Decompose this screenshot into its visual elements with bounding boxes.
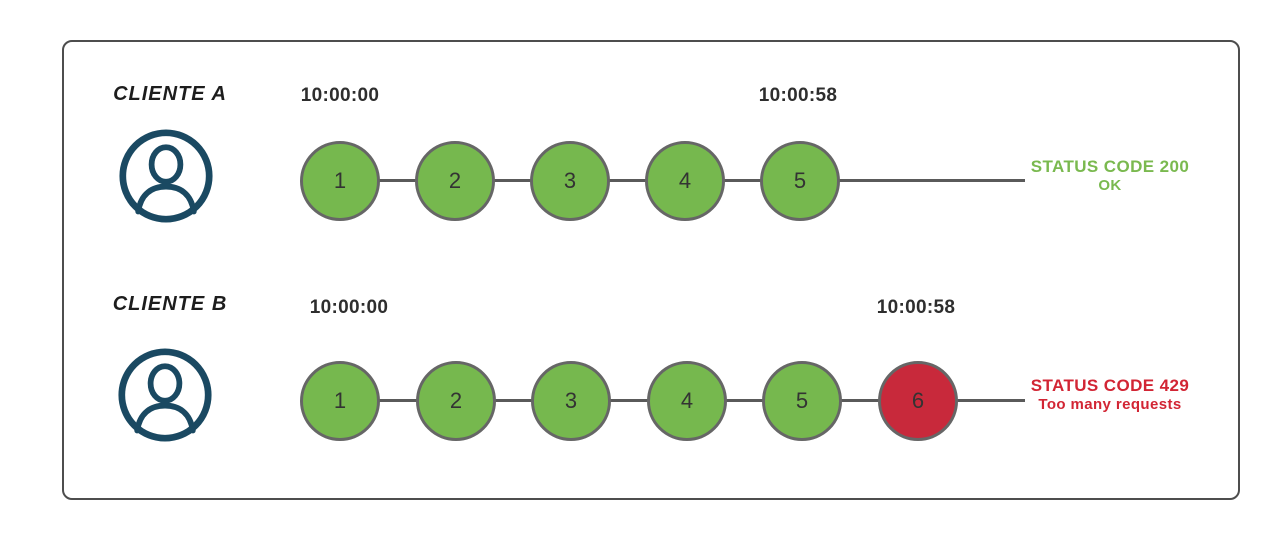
request-circle: 4 — [645, 141, 725, 221]
request-circle: 1 — [300, 141, 380, 221]
user-avatar-icon — [119, 129, 213, 223]
row-a-start-time: 10:00:00 — [300, 85, 380, 106]
request-circle: 1 — [300, 361, 380, 441]
row-b-end-time: 10:00:58 — [876, 297, 956, 318]
request-circle: 5 — [760, 141, 840, 221]
request-circle: 2 — [415, 141, 495, 221]
status-message-text: OK — [1098, 177, 1122, 195]
request-circle-rejected: 6 — [878, 361, 958, 441]
client-b-label: CLIENTE B — [112, 293, 228, 315]
row-b-start-time: 10:00:00 — [309, 297, 389, 318]
row-a-end-time: 10:00:58 — [758, 85, 838, 106]
request-circle: 3 — [531, 361, 611, 441]
client-a-label: CLIENTE A — [113, 83, 227, 105]
row-a-status: STATUS CODE 200 OK — [1022, 157, 1198, 195]
status-code-text: STATUS CODE 200 — [1030, 157, 1190, 176]
request-circle: 4 — [647, 361, 727, 441]
request-circle: 2 — [416, 361, 496, 441]
diagram-frame — [62, 40, 1240, 500]
row-b-status: STATUS CODE 429 Too many requests — [1022, 376, 1198, 414]
request-circle: 5 — [762, 361, 842, 441]
status-message-text: Too many requests — [1038, 396, 1182, 414]
status-code-text: STATUS CODE 429 — [1030, 376, 1190, 395]
user-avatar-icon — [118, 348, 212, 442]
request-circle: 3 — [530, 141, 610, 221]
